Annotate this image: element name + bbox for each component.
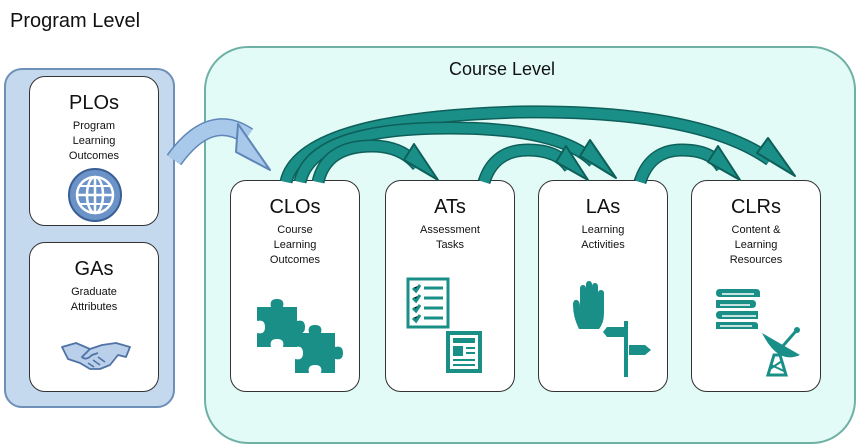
gas-sub-line: Attributes: [70, 301, 118, 313]
clos-title: CLOs: [269, 196, 321, 218]
gas-sub-line: Graduate: [71, 286, 117, 298]
clrs-sub-line: Learning: [734, 239, 778, 251]
las-card: LAs Learning Activities: [538, 180, 668, 392]
clrs-sub-line: Resources: [729, 254, 783, 266]
gas-title: GAs: [74, 258, 114, 280]
las-title: LAs: [585, 196, 621, 218]
clrs-sub-line: Content &: [731, 224, 781, 236]
plos-title: PLOs: [68, 92, 120, 114]
ats-title: ATs: [434, 196, 466, 218]
satellite-dish-icon: [762, 327, 800, 377]
program-to-clos-arrowhead: [235, 123, 271, 171]
course-level-title: Course Level: [448, 59, 556, 79]
plos-sub-line: Outcomes: [68, 150, 120, 162]
clos-sub-line: Outcomes: [269, 254, 321, 266]
checklist-icon: [406, 277, 450, 329]
clos-to-las-arrow: [293, 121, 617, 184]
books-icon: [716, 289, 760, 329]
gas-card: GAs Graduate Attributes: [29, 242, 159, 392]
handshake-icon: [61, 342, 131, 370]
plos-sub-line: Learning: [72, 135, 116, 147]
hand-icon: [573, 281, 604, 329]
plos-sub-line: Program: [72, 120, 116, 132]
ats-sub-line: Tasks: [435, 239, 465, 251]
las-sub-line: Activities: [581, 239, 625, 251]
ats-card: ATs Assessment Tasks: [385, 180, 515, 392]
program-level-title: Program Level: [10, 10, 141, 32]
plos-card: PLOs Program Learning Outcomes: [29, 76, 159, 226]
clos-to-clrs-arrow: [279, 105, 796, 184]
puzzle-icon: [257, 299, 343, 373]
clrs-title: CLRs: [730, 196, 781, 218]
clos-sub-line: Course: [277, 224, 313, 236]
clos-to-ats-arrow: [311, 139, 439, 184]
clrs-card: CLRs Content & Learning Resources: [691, 180, 821, 392]
clos-card: CLOs Course Learning Outcomes: [230, 180, 360, 392]
signpost-icon: [603, 321, 651, 377]
newspaper-icon: [446, 331, 482, 373]
globe-icon: [68, 168, 122, 222]
las-to-clrs-arrow: [633, 143, 741, 185]
ats-to-las-arrow: [477, 143, 589, 185]
las-sub-line: Learning: [581, 224, 625, 236]
ats-sub-line: Assessment: [420, 224, 480, 236]
clos-sub-line: Learning: [273, 239, 317, 251]
